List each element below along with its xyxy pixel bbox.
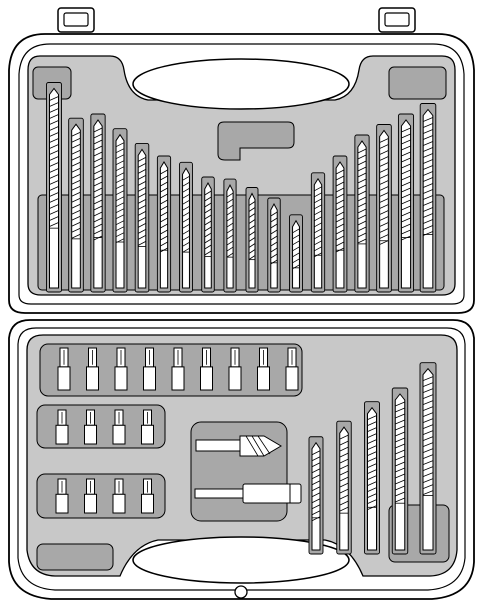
screwdriver-bit (143, 347, 156, 391)
top-drill-bit (201, 176, 215, 293)
hang-hole (234, 585, 248, 599)
top-drill-bit (156, 155, 172, 293)
top-drill-bit (419, 103, 437, 293)
top-drill-bit (134, 142, 150, 293)
right-latch (378, 7, 416, 33)
screwdriver-bits (55, 347, 299, 514)
bit-holder (194, 483, 302, 504)
screwdriver-bit (112, 409, 126, 445)
top-drill-bit (245, 187, 259, 293)
screwdriver-bit (171, 347, 185, 391)
bottom-drill-bit (336, 420, 352, 555)
top-drill-bit (332, 155, 348, 293)
screwdriver-bit (114, 347, 128, 391)
screwdriver-bit (84, 478, 97, 514)
screwdriver-bit (57, 347, 71, 391)
screwdriver-bit (285, 347, 299, 391)
top-drill-bit (179, 161, 193, 293)
bottom-drill-bits (308, 362, 437, 555)
screwdriver-bit (141, 409, 154, 445)
top-drill-bit (68, 117, 84, 293)
top-handle (132, 58, 350, 110)
screwdriver-bit (141, 478, 154, 514)
bottom-drill-bit (419, 362, 437, 555)
screwdriver-bit (55, 478, 69, 514)
top-drill-bit (310, 172, 326, 293)
top-drill-bits (46, 82, 437, 293)
top-drill-bit (90, 113, 106, 293)
top-lid (8, 33, 475, 314)
screwdriver-bit (228, 347, 242, 391)
top-drill-bit (223, 178, 237, 293)
bottom-drill-bit (391, 387, 409, 555)
top-drill-bit (354, 134, 370, 293)
left-latch (57, 7, 95, 33)
bottom-base (8, 319, 475, 600)
screwdriver-bit (55, 409, 69, 445)
screwdriver-bit (257, 347, 270, 391)
screwdriver-bit (86, 347, 99, 391)
bottom-handle (132, 536, 350, 584)
top-drill-bit (397, 113, 415, 293)
top-drill-bit (267, 197, 281, 293)
screwdriver-bit (84, 409, 97, 445)
top-drill-bit (46, 82, 62, 293)
bottom-drill-bit (364, 401, 380, 555)
screwdriver-bit (112, 478, 126, 514)
top-drill-bit (112, 128, 128, 293)
top-drill-bit (289, 214, 303, 293)
top-drill-bit (376, 124, 392, 293)
bottom-drill-bit (308, 436, 324, 555)
screwdriver-bit (200, 347, 213, 391)
countersink-bit (195, 435, 282, 457)
